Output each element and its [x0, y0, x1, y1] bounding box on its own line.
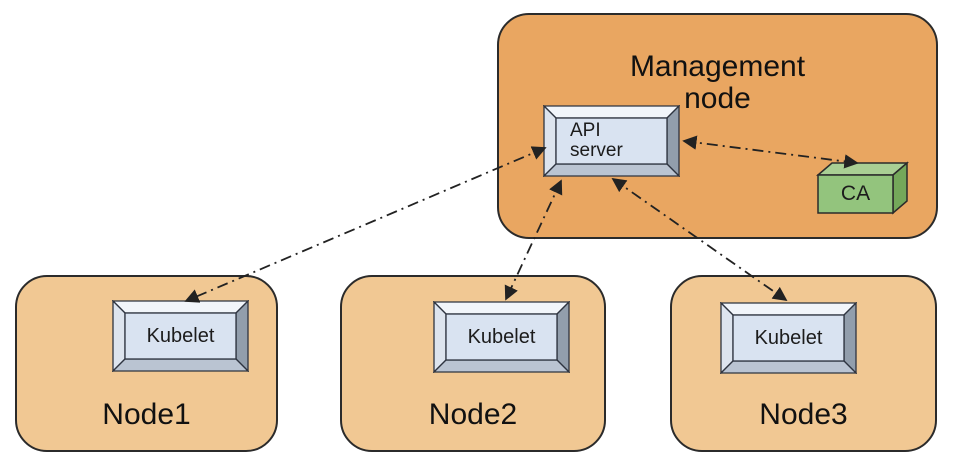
node2-label: Node2 — [428, 398, 518, 431]
ca-label: CA — [840, 182, 871, 205]
node1-label: Node1 — [102, 398, 191, 431]
ca-box — [816, 161, 909, 215]
kubelet-label-node2: Kubelet — [467, 325, 536, 348]
kubelet-label-node3: Kubelet — [754, 326, 823, 349]
kubelet-label-node1: Kubelet — [146, 324, 215, 347]
api-server-label: API server — [570, 120, 623, 161]
node3-label: Node3 — [759, 398, 848, 431]
management-node-label: Management node — [629, 50, 806, 115]
